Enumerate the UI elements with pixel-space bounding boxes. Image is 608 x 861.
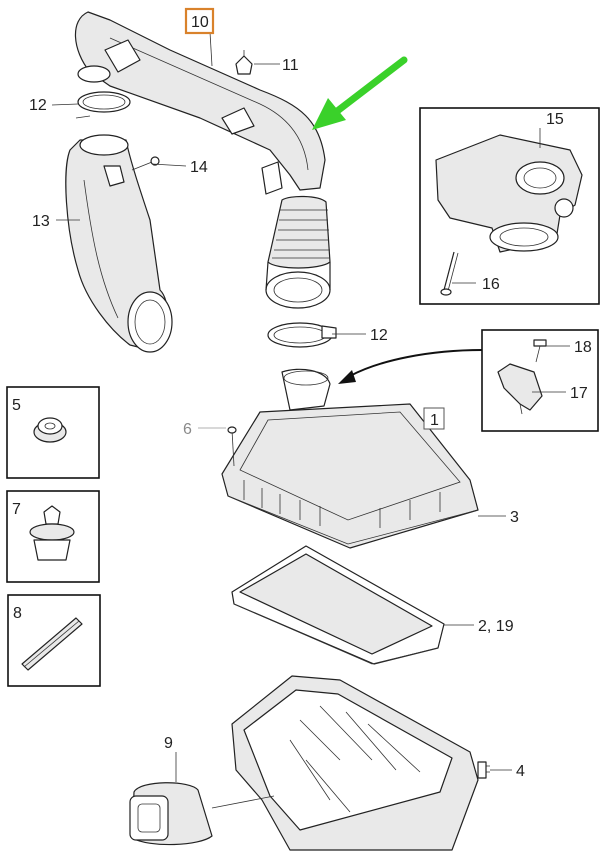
part-1-frame <box>423 407 445 430</box>
inset-sensor <box>481 329 599 432</box>
clip-part-7[interactable] <box>29 505 75 561</box>
part-number-2-19[interactable]: 2, 19 <box>478 618 514 635</box>
part-number-7[interactable]: 7 <box>12 501 21 518</box>
part-number-16[interactable]: 16 <box>482 276 500 293</box>
hose-bellows <box>265 195 331 309</box>
hose-clamp-part-12-upper[interactable] <box>75 91 131 119</box>
part-number-15[interactable]: 15 <box>546 111 564 128</box>
part-number-10[interactable]: 10 <box>191 14 209 31</box>
bolt-part-16[interactable] <box>440 251 459 296</box>
part-number-9[interactable]: 9 <box>164 735 173 752</box>
screw-part-6[interactable] <box>227 426 237 467</box>
resonator-duct-part-13[interactable] <box>65 134 173 353</box>
part-number-8[interactable]: 8 <box>13 605 22 622</box>
part-number-18[interactable]: 18 <box>574 339 592 356</box>
sensor-location-arrow <box>338 349 483 384</box>
inset-seal-strip <box>7 594 101 687</box>
air-filter-part-2-19[interactable] <box>231 545 445 665</box>
part-number-1[interactable]: 1 <box>430 412 439 429</box>
part-number-12-lower[interactable]: 12 <box>370 327 388 344</box>
part-number-14[interactable]: 14 <box>190 159 208 176</box>
bolt-part-11[interactable] <box>235 50 253 75</box>
air-cleaner-lid-part-3[interactable] <box>221 368 479 549</box>
inset-throttle-body <box>419 107 600 305</box>
part-number-6[interactable]: 6 <box>183 421 192 438</box>
seal-strip-part-8[interactable] <box>21 617 83 671</box>
leader-lines <box>51 31 570 809</box>
part-number-11[interactable]: 11 <box>282 57 299 74</box>
inlet-snorkel-part-9[interactable] <box>129 782 213 846</box>
part-number-12-upper[interactable]: 12 <box>29 97 47 114</box>
highlight-arrow <box>312 56 408 130</box>
air-box-lower-housing-part-4[interactable] <box>231 675 490 851</box>
hose-clamp-part-12-lower[interactable] <box>267 322 337 348</box>
inset-grommet <box>6 386 100 479</box>
inset-clip <box>6 490 100 583</box>
sensor-part-17[interactable] <box>497 363 543 415</box>
part-10-highlight-box <box>184 7 215 35</box>
intake-hose-part-10[interactable] <box>74 11 326 195</box>
part-number-4[interactable]: 4 <box>516 763 525 780</box>
part-number-5[interactable]: 5 <box>12 397 21 414</box>
part-number-3[interactable]: 3 <box>510 509 519 526</box>
screw-part-14[interactable] <box>131 156 160 171</box>
throttle-body-part-15[interactable] <box>435 134 583 253</box>
part-number-13[interactable]: 13 <box>32 213 50 230</box>
grommet-part-5[interactable] <box>33 417 67 443</box>
screw-part-18[interactable] <box>533 339 547 363</box>
part-number-17[interactable]: 17 <box>570 385 588 402</box>
